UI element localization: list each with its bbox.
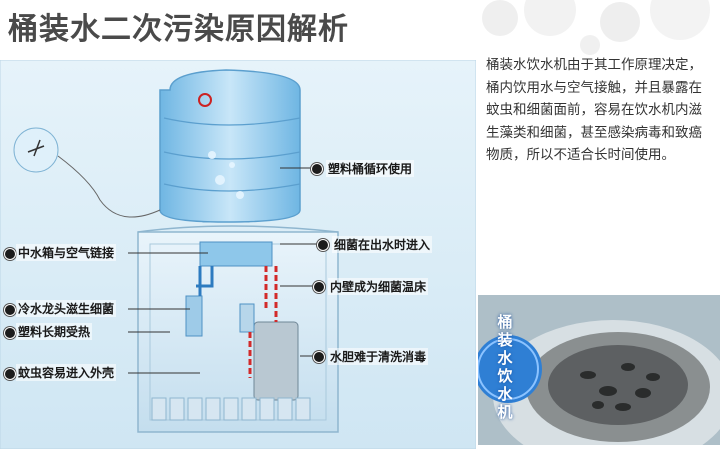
label-cold-tap: 冷水龙头滋生细菌	[16, 300, 117, 317]
marker-liner-clean	[313, 351, 325, 363]
label-bucket-recycle: 塑料桶循环使用	[326, 160, 415, 177]
marker-inner-wall	[313, 281, 325, 293]
dispenser-cabinet	[137, 225, 339, 433]
decorative-bubbles	[482, 0, 710, 55]
label-insects: 蚊虫容易进入外壳	[16, 364, 117, 381]
label-bacteria-outlet: 细菌在出水时进入	[332, 236, 433, 253]
label-inner-wall: 内壁成为细菌温床	[328, 278, 429, 295]
photo-caption: 桶装水饮水机	[497, 313, 513, 421]
marker-tank-air	[4, 248, 16, 260]
description-text: 桶装水饮水机由于其工作原理决定，桶内饮用水与空气接触，并且暴露在蚊虫和细菌面前，…	[486, 57, 702, 163]
label-tank-air: 中水箱与空气链接	[16, 244, 117, 261]
marker-plastic-heat	[4, 327, 16, 339]
mosquito-icon	[13, 127, 161, 218]
reservoir-photo-image	[478, 295, 720, 445]
reservoir-photo: 桶装水饮水机	[478, 295, 720, 445]
marker-insects	[4, 368, 16, 380]
label-liner-clean: 水胆难于清洗消毒	[328, 348, 429, 365]
marker-bacteria-outlet	[317, 239, 329, 251]
marker-cold-tap	[4, 304, 16, 316]
label-plastic-heat: 塑料长期受热	[16, 323, 93, 340]
page-title: 桶装水二次污染原因解析	[8, 12, 349, 47]
marker-bucket	[311, 163, 323, 175]
water-bottle	[159, 69, 301, 223]
